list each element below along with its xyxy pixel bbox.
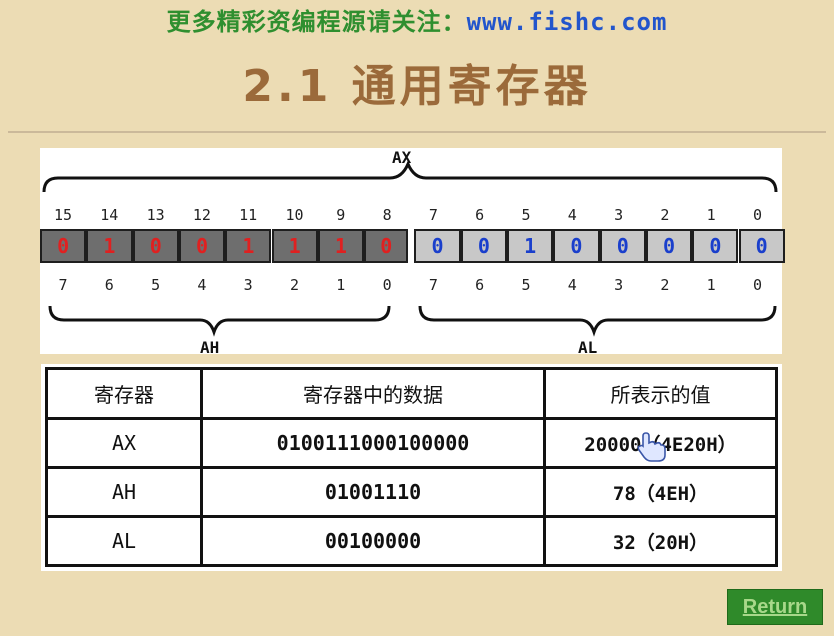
banner-url[interactable]: www.fishc.com	[466, 8, 668, 36]
al-bit-cell: 0	[414, 229, 461, 263]
bottom-bit-number: 6	[104, 276, 114, 294]
bottom-bit-number: 4	[567, 276, 577, 294]
row-data: 01001110	[200, 466, 546, 518]
top-bit-number: 5	[521, 206, 531, 224]
bottom-bit-number: 7	[428, 276, 438, 294]
return-button[interactable]: Return	[727, 589, 823, 625]
bottom-bit-number: 2	[289, 276, 300, 294]
page-title: 2.1 通用寄存器	[242, 61, 592, 112]
bottom-bit-numbers: 7 6 5 4 3 2 1 0 7 6 5 4 3 2 1 0	[40, 276, 782, 296]
top-bit-number: 7	[428, 206, 438, 224]
divider	[8, 131, 826, 133]
top-bit-number: 3	[614, 206, 624, 224]
ah-bit-cell: 0	[364, 229, 409, 263]
bottom-bit-number: 0	[752, 276, 763, 294]
ah-bit-cell: 0	[132, 229, 179, 263]
table-row: AL 00100000 32（20H）	[45, 515, 778, 567]
top-bit-number: 8	[382, 206, 392, 224]
al-bit-cell: 0	[738, 229, 785, 263]
register-table-panel: 寄存器 寄存器中的数据 所表示的值 AX 0100111000100000 20…	[41, 364, 782, 571]
ax-label: AX	[392, 148, 412, 167]
top-bit-number: 2	[660, 206, 670, 224]
top-bit-number: 13	[146, 206, 165, 224]
ah-bit-cell: 0	[178, 229, 226, 263]
ah-brace	[48, 305, 391, 337]
top-bit-number: 4	[567, 206, 577, 224]
banner-prefix: 更多精彩资编程源请关注：	[166, 8, 467, 36]
hand-cursor-icon	[637, 432, 666, 462]
top-bit-number: 6	[475, 206, 485, 224]
row-value: 78（4EH）	[543, 466, 778, 518]
ax-brace	[42, 160, 778, 193]
ah-bit-cell: 1	[225, 229, 272, 263]
table-row: AH 01001110 78（4EH）	[45, 466, 778, 518]
header-register: 寄存器	[45, 367, 203, 420]
ah-bit-cell: 1	[271, 229, 318, 263]
top-bit-number: 12	[192, 206, 211, 224]
banner: 更多精彩资编程源请关注：www.fishc.com	[0, 2, 834, 37]
row-register: AL	[45, 515, 203, 567]
bottom-bit-number: 2	[660, 276, 670, 294]
bottom-bit-number: 3	[243, 276, 253, 294]
table-row: AX 0100111000100000 20000（4E20H）	[45, 417, 778, 469]
ah-bit-cell: 1	[317, 229, 365, 263]
header-data: 寄存器中的数据	[200, 367, 546, 420]
al-brace	[418, 305, 777, 337]
al-label: AL	[578, 338, 598, 357]
top-bit-number: 0	[752, 206, 763, 224]
row-data: 0100111000100000	[200, 417, 546, 469]
top-bit-number: 1	[706, 206, 716, 224]
al-bit-cell: 0	[645, 229, 693, 263]
top-bit-number: 9	[336, 206, 346, 224]
bottom-bit-number: 3	[614, 276, 624, 294]
bottom-bit-number: 0	[382, 276, 392, 294]
bottom-bit-number: 5	[521, 276, 531, 294]
bottom-bit-number: 4	[197, 276, 207, 294]
al-bit-cell: 0	[692, 229, 739, 263]
al-bit-cell: 0	[553, 229, 600, 263]
row-data: 00100000	[200, 515, 546, 567]
row-register: AX	[45, 417, 203, 469]
bottom-bit-number: 7	[58, 276, 68, 294]
al-bit-cell: 0	[599, 229, 646, 263]
bottom-bit-number: 5	[151, 276, 161, 294]
register-table: 寄存器 寄存器中的数据 所表示的值 AX 0100111000100000 20…	[45, 367, 778, 567]
top-bit-number: 11	[239, 206, 258, 224]
bottom-bit-number: 1	[336, 276, 346, 294]
ah-label: AH	[200, 338, 220, 357]
top-bit-number: 14	[100, 206, 119, 224]
table-header-row: 寄存器 寄存器中的数据 所表示的值	[45, 367, 778, 420]
ah-bit-cell: 0	[40, 229, 87, 263]
row-value: 32（20H）	[543, 515, 778, 567]
bottom-bit-number: 6	[475, 276, 485, 294]
al-bit-cell: 1	[507, 229, 554, 263]
ah-bit-cell: 1	[86, 229, 133, 263]
braces	[42, 160, 778, 337]
row-register: AH	[45, 466, 203, 518]
top-bit-number: 10	[285, 206, 304, 224]
al-bit-cell: 0	[460, 229, 507, 263]
top-bit-number: 15	[53, 206, 73, 224]
bottom-bit-number: 1	[706, 276, 716, 294]
header-value: 所表示的值	[543, 367, 778, 420]
